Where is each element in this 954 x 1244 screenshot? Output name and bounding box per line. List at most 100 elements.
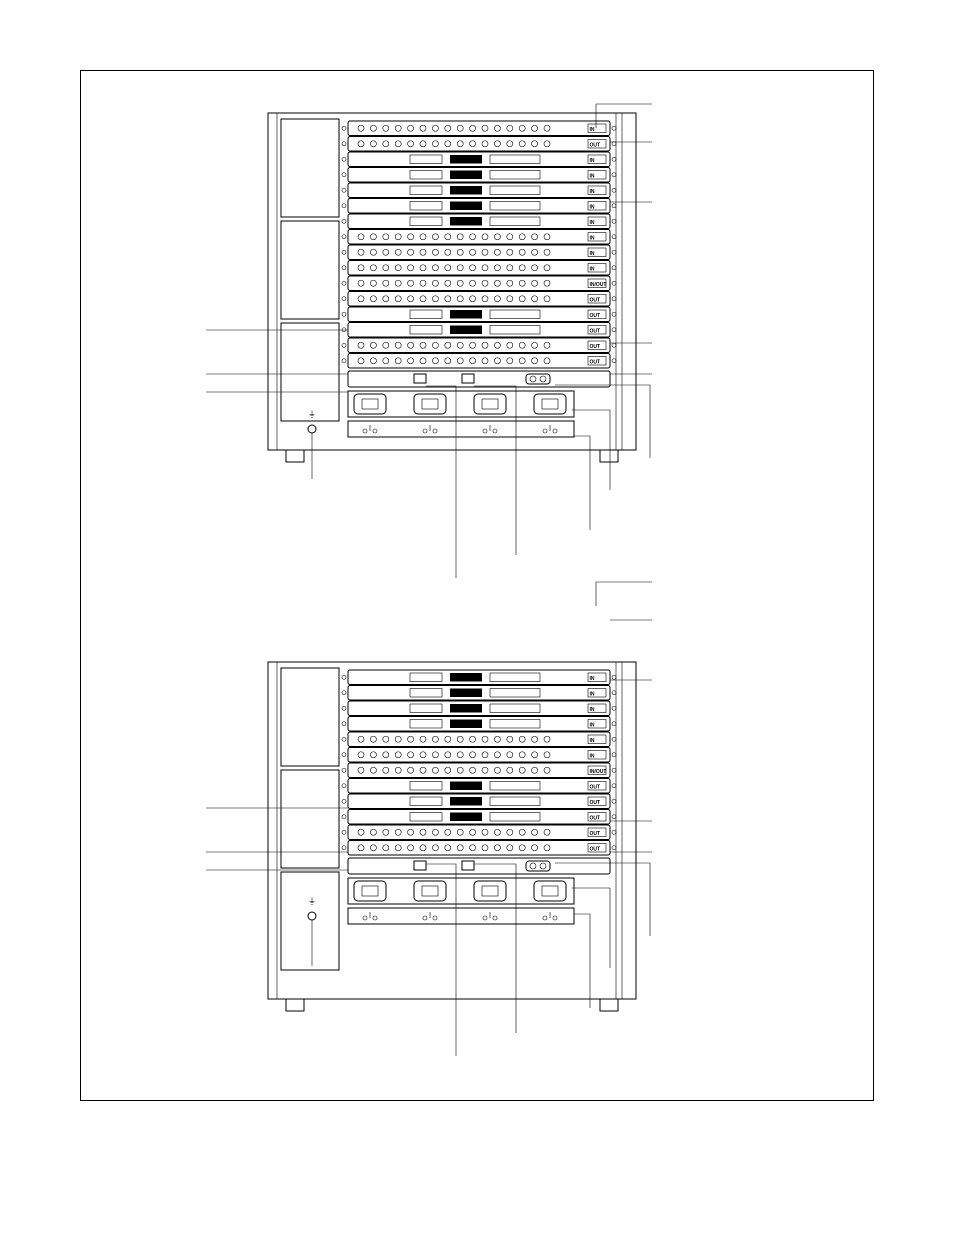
- bnc-connector: [506, 844, 514, 852]
- power-switch: [362, 915, 368, 921]
- slot-label-box: [587, 812, 607, 822]
- slot-label: OUT: [590, 847, 601, 853]
- bnc-connector: [382, 264, 390, 272]
- bnc-connector: [518, 279, 526, 287]
- bnc-connector: [456, 844, 464, 852]
- bnc-connector: [357, 279, 365, 287]
- bnc-connector: [531, 828, 538, 836]
- slot-label: IN: [590, 692, 595, 698]
- slot-card: [347, 700, 611, 716]
- slot-label: IN: [590, 220, 595, 226]
- leader-line: [426, 385, 457, 578]
- slot-card: [347, 120, 611, 136]
- bnc-connector: [456, 124, 464, 132]
- bnc-connector: [370, 233, 377, 241]
- bnc-connector: [432, 766, 439, 774]
- bnc-connector: [494, 828, 501, 836]
- bnc-connector: [382, 124, 390, 132]
- slot-screw: [341, 736, 347, 742]
- bnc-connector: [506, 279, 514, 287]
- bnc-connector: [506, 248, 514, 256]
- bnc-connector: [494, 751, 501, 759]
- bnc-connector: [531, 766, 538, 774]
- ac-inlet-socket: [541, 885, 559, 897]
- vent-grille: [489, 185, 541, 195]
- slot-screw: [611, 783, 617, 789]
- leader-line: [595, 103, 652, 128]
- slot-label-box: [587, 294, 607, 304]
- bnc-connector: [456, 735, 464, 743]
- vent-grille: [409, 325, 443, 335]
- bnc-connector: [357, 248, 365, 256]
- bnc-connector: [394, 233, 402, 241]
- bnc-connector: [469, 248, 476, 256]
- bnc-connector: [506, 140, 514, 148]
- bnc-connector: [456, 341, 464, 349]
- bnc-connector: [357, 751, 365, 759]
- slot-label-box: [587, 123, 607, 133]
- power-switch: [552, 428, 558, 434]
- slot-label-box: [587, 232, 607, 242]
- sfp-port: [450, 781, 482, 790]
- bnc-connector: [469, 357, 476, 365]
- slot-card: [347, 685, 611, 701]
- bnc-connector: [494, 766, 501, 774]
- bnc-connector: [382, 295, 390, 303]
- leader-line: [555, 384, 651, 458]
- bnc-connector: [518, 295, 526, 303]
- bnc-connector: [481, 233, 489, 241]
- bnc-connector: [539, 375, 547, 383]
- bnc-connector: [432, 357, 439, 365]
- bnc-connector: [370, 248, 377, 256]
- bnc-connector: [494, 279, 501, 287]
- bnc-connector: [543, 140, 551, 148]
- power-switch: [372, 915, 378, 921]
- bnc-connector: [481, 357, 489, 365]
- bnc-connector: [394, 140, 402, 148]
- bnc-connector: [456, 279, 464, 287]
- ac-inlet: [473, 880, 507, 902]
- vent-grille: [489, 325, 541, 335]
- slot-label-box: [587, 765, 607, 775]
- slot-screw: [611, 311, 617, 317]
- bnc-connector: [543, 341, 551, 349]
- bnc-connector: [481, 140, 489, 148]
- bnc-connector: [456, 357, 464, 365]
- bnc-connector: [543, 295, 551, 303]
- bnc-connector: [518, 124, 526, 132]
- bnc-connector: [432, 844, 439, 852]
- bnc-connector: [444, 233, 452, 241]
- bnc-connector: [357, 140, 365, 148]
- bnc-connector: [481, 124, 489, 132]
- bnc-connector: [469, 233, 476, 241]
- bnc-connector: [407, 279, 414, 287]
- bnc-connector: [407, 735, 414, 743]
- power-switch: [432, 915, 438, 921]
- slot-label: IN: [590, 189, 595, 195]
- bnc-connector: [531, 248, 538, 256]
- slot-screw: [611, 327, 617, 333]
- bnc-connector: [394, 124, 402, 132]
- bnc-connector: [370, 140, 377, 148]
- vent-grille: [489, 719, 541, 729]
- bnc-connector: [494, 233, 501, 241]
- bnc-connector: [432, 295, 439, 303]
- bnc-connector: [444, 766, 452, 774]
- power-switch: [542, 428, 548, 434]
- bnc-connector: [382, 844, 390, 852]
- slot-label-box: [587, 796, 607, 806]
- vent-grille: [489, 154, 541, 164]
- bnc-connector: [506, 751, 514, 759]
- vent-grille: [409, 781, 443, 791]
- bnc-connector: [456, 828, 464, 836]
- rear-panel-unit-top: INOUTINININININININININ/OUTOUTOUTOUTOUTO…: [267, 112, 637, 479]
- bnc-connector: [481, 735, 489, 743]
- bnc-connector: [518, 248, 526, 256]
- slot-screw: [611, 218, 617, 224]
- bnc-connector: [370, 828, 377, 836]
- bnc-connector: [543, 735, 551, 743]
- foot: [599, 998, 619, 1012]
- bnc-connector: [506, 357, 514, 365]
- bnc-connector: [444, 295, 452, 303]
